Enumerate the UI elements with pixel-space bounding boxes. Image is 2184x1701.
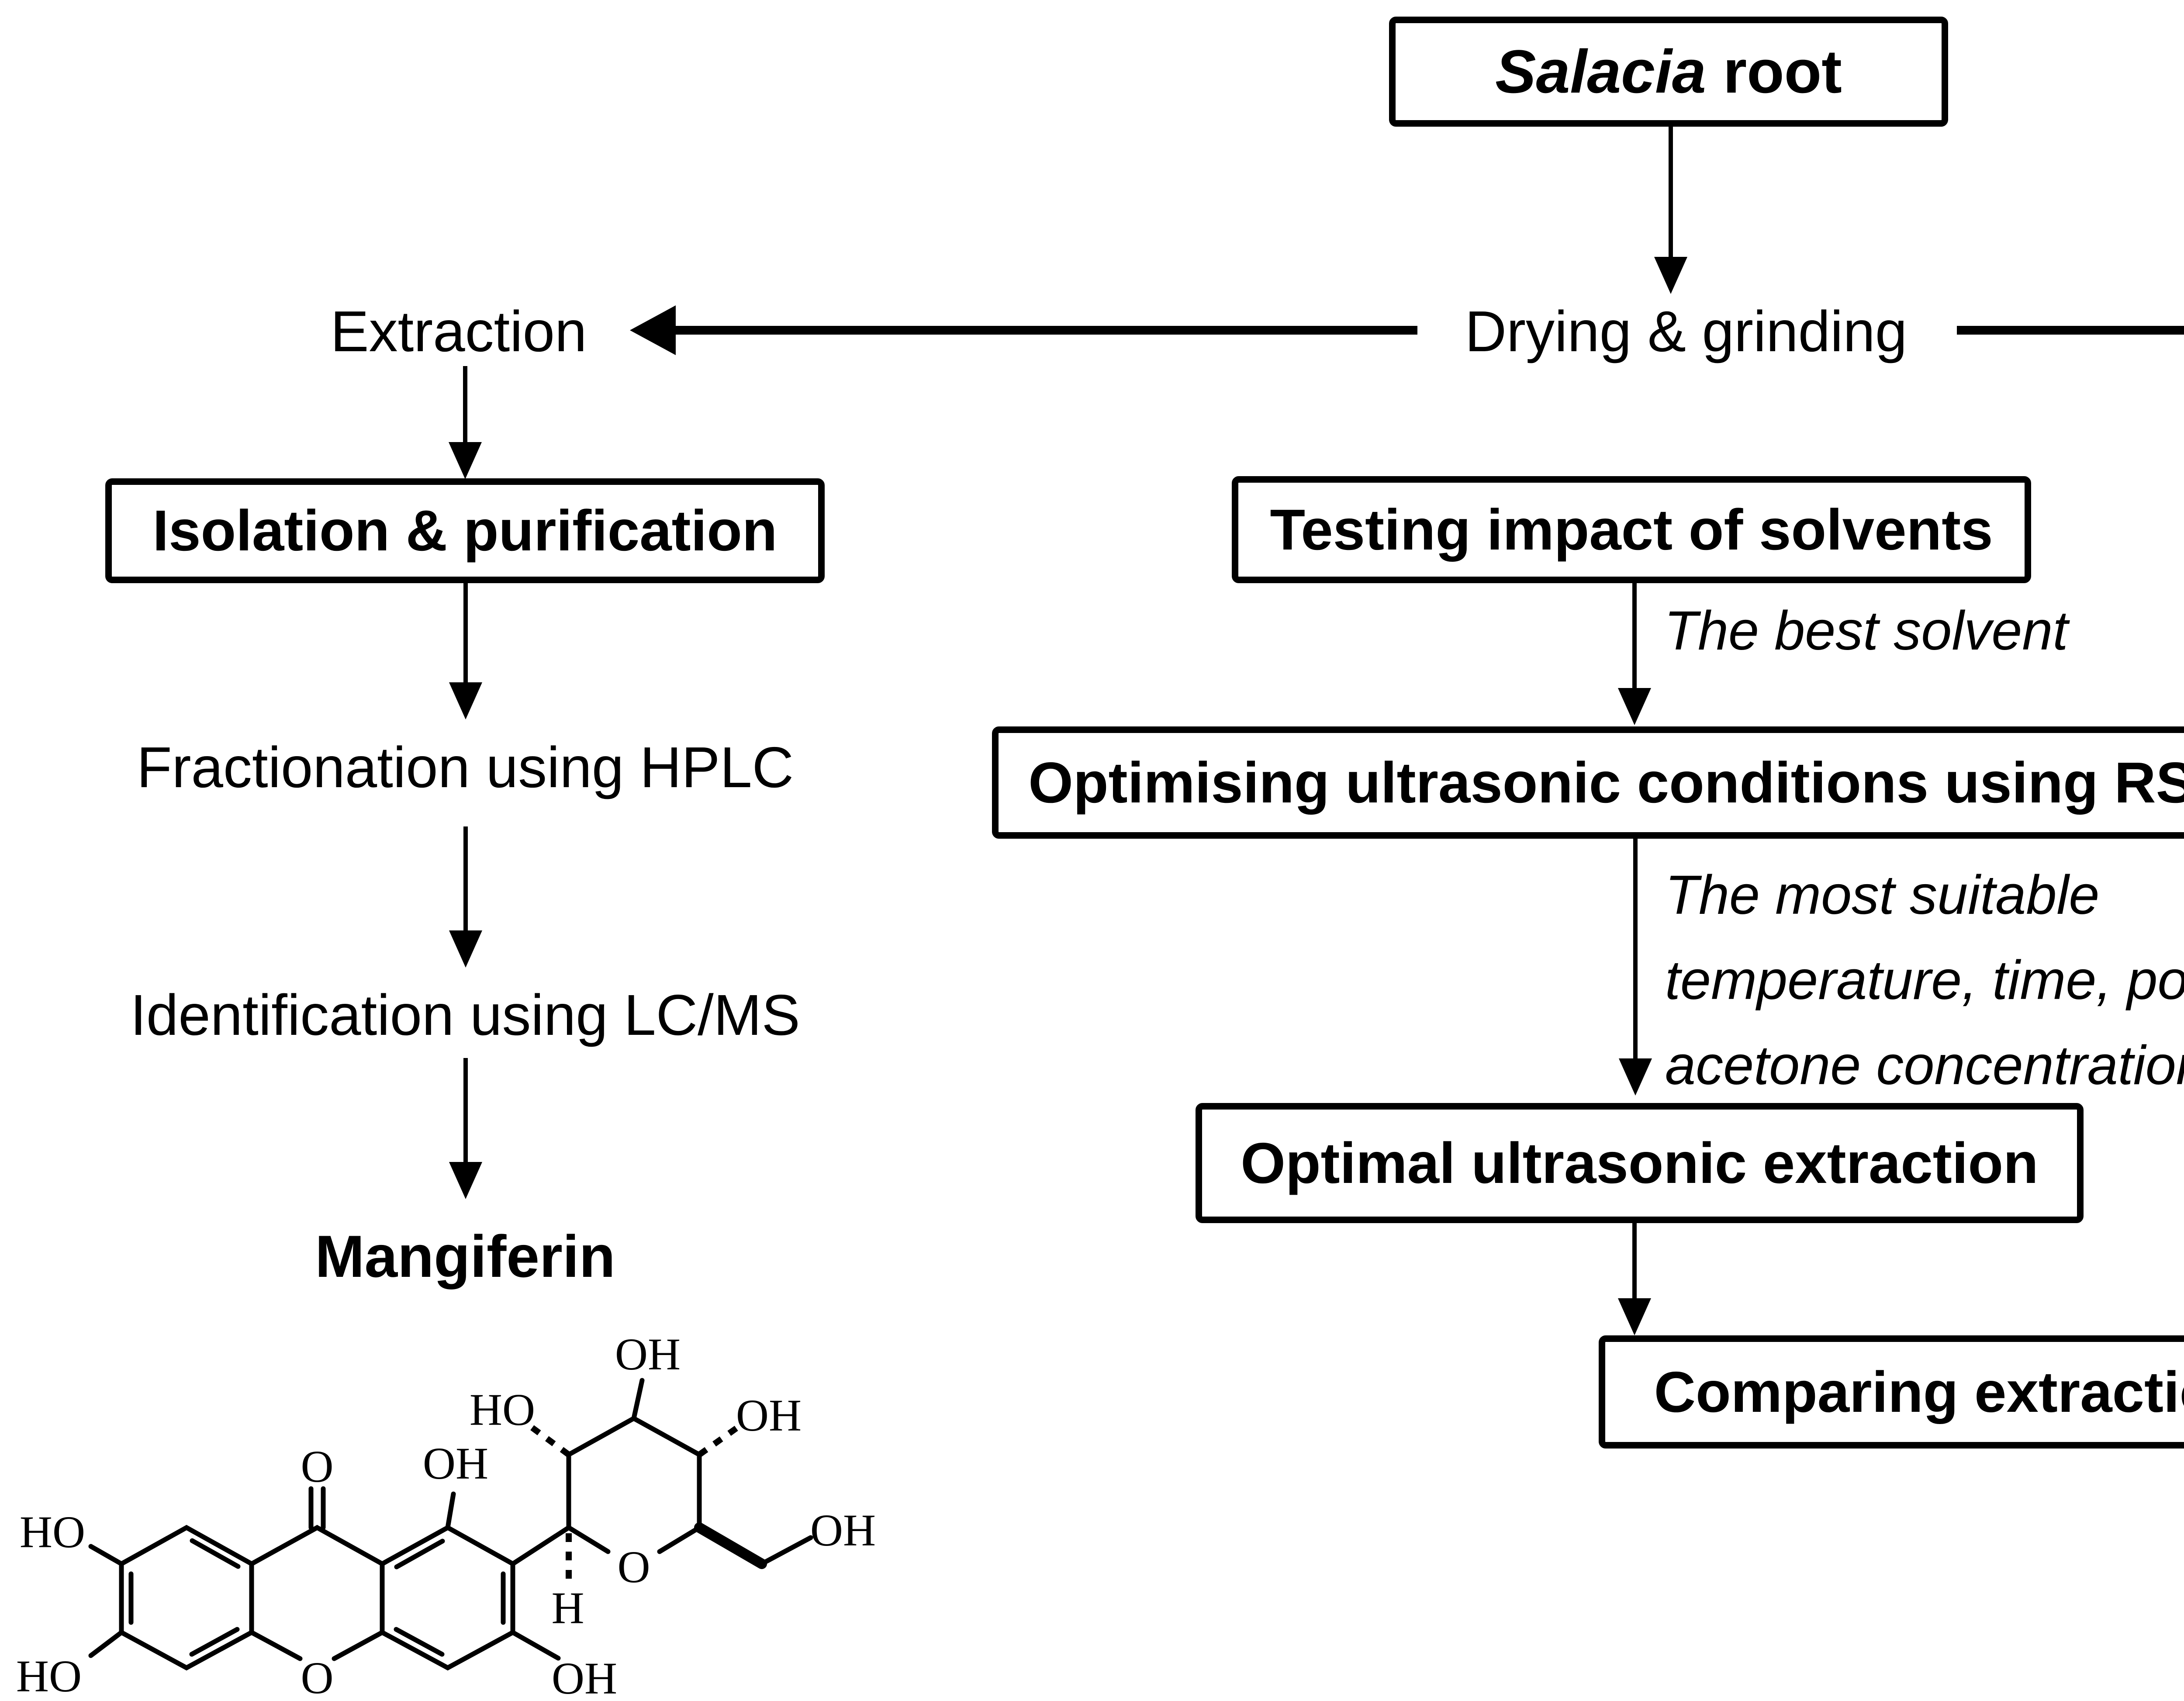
comparing-label: Comparing extraction efficiency of mangi… — [1654, 1359, 2184, 1424]
arrowhead-into-identification — [449, 930, 482, 968]
arrowhead-into-optimal — [1619, 1058, 1652, 1096]
connector-optimising-optimal-line — [1633, 839, 1638, 1059]
atom-oh-glucose-top: OH — [615, 1329, 681, 1379]
connector-identification-mangiferin-line — [463, 1058, 468, 1163]
mangiferin-structure: OH HO OH O OH OH O H HO HO O OH — [16, 1329, 876, 1701]
testing-label: Testing impact of solvents — [1270, 497, 1993, 562]
annotation-conditions-line3: acetone concentration — [1665, 1034, 2184, 1096]
atom-o-xanthone-ring: O — [301, 1653, 333, 1701]
atom-oh-c1: OH — [423, 1438, 488, 1489]
connector-isolation-fractionation-line — [463, 583, 468, 684]
connector-drying-extraction-line — [675, 326, 1417, 335]
arrowhead-salacia-drying — [1654, 257, 1687, 294]
connector-extraction-isolation-line — [463, 366, 467, 445]
atom-labels: OH HO OH O OH OH O H HO HO O OH — [16, 1329, 876, 1701]
node-fractionation-hplc: Fractionation using HPLC — [136, 735, 794, 799]
glucose-ring — [530, 1378, 813, 1583]
salacia-root-label: Salacia root — [1495, 35, 1842, 109]
atom-oh-c3: OH — [552, 1653, 617, 1701]
atom-h-anomeric: H — [551, 1583, 584, 1633]
arrowhead-into-mangiferin — [449, 1162, 482, 1199]
node-isolation-purification: Isolation & purification — [105, 478, 825, 583]
arrowhead-drying-extraction — [630, 305, 676, 355]
annotation-best-solvent: The best solvent — [1664, 600, 2068, 661]
xanthone-middle-ring — [249, 1486, 385, 1661]
xanthone-substituent-bonds — [88, 1491, 571, 1661]
node-testing-solvents: Testing impact of solvents — [1232, 476, 2031, 583]
atom-oh-ch2oh: OH — [810, 1505, 876, 1556]
isolation-label: Isolation & purification — [152, 498, 778, 563]
node-optimising-rsm: Optimising ultrasonic conditions using R… — [992, 726, 2184, 839]
optimal-label: Optimal ultrasonic extraction — [1241, 1131, 2039, 1195]
connector-drying-right-line — [1957, 326, 2184, 335]
atom-ho-glucose-left: HO — [470, 1385, 535, 1435]
atom-ho-c7: HO — [20, 1507, 85, 1557]
optimising-label: Optimising ultrasonic conditions using R… — [1028, 750, 2184, 815]
node-drying-grinding: Drying & grinding — [1465, 299, 1908, 363]
salacia-rest-text: root — [1706, 37, 1842, 106]
node-extraction: Extraction — [330, 299, 587, 363]
atom-o-glucose-ring: O — [617, 1542, 650, 1592]
node-identification-lcms: Identification using LC/MS — [130, 983, 800, 1047]
connector-testing-optimising-line — [1632, 583, 1637, 688]
arrowhead-optimal-comparing — [1618, 1298, 1651, 1335]
arrowhead-into-optimising — [1618, 688, 1651, 725]
node-salacia-root: Salacia root — [1389, 17, 1948, 127]
atom-oh-glucose-right: OH — [736, 1390, 802, 1441]
node-comparing-efficiency: Comparing extraction efficiency of mangi… — [1599, 1335, 2184, 1449]
arrowhead-into-isolation — [449, 442, 482, 479]
annotation-conditions-line2: temperature, time, power, — [1665, 949, 2184, 1011]
xanthone-ring-a — [119, 1525, 254, 1671]
salacia-italic-text: Salacia — [1495, 37, 1706, 106]
arrowhead-into-fractionation — [449, 682, 482, 719]
connector-fractionation-identification-line — [463, 826, 468, 931]
xanthone-ring-b — [380, 1525, 515, 1671]
annotation-conditions-line1: The most suitable — [1665, 864, 2100, 926]
atom-ho-c6: HO — [16, 1651, 82, 1701]
node-optimal-ultrasonic: Optimal ultrasonic extraction — [1196, 1103, 2084, 1223]
connector-salacia-drying-line — [1669, 127, 1673, 258]
connector-optimal-comparing-line — [1632, 1223, 1637, 1300]
atom-o-ketone: O — [301, 1442, 333, 1492]
node-mangiferin: Mangiferin — [315, 1223, 615, 1290]
